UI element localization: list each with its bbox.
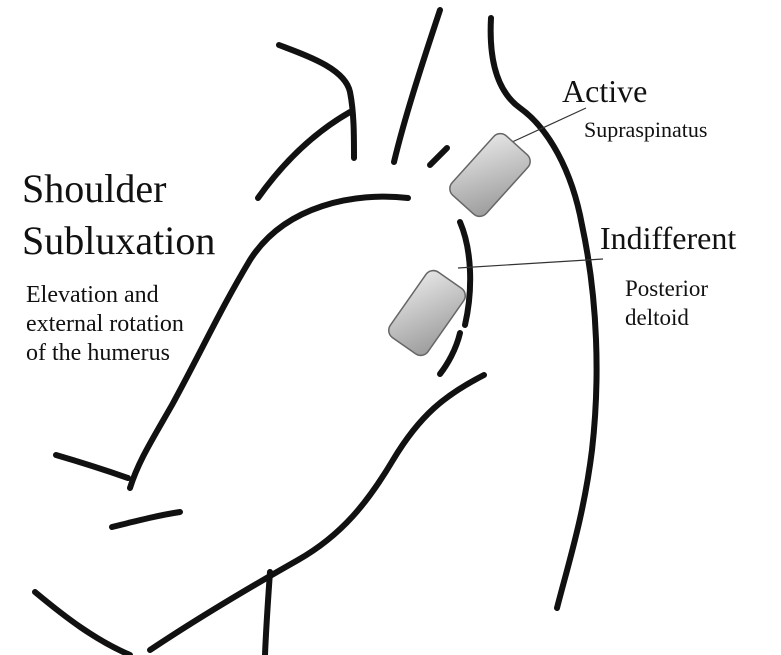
indifferent-site-line-2: deltoid [625, 305, 689, 330]
torso-line [265, 572, 270, 655]
title-line-1: Shoulder [22, 166, 166, 211]
indifferent-label: Indifferent [600, 220, 736, 256]
chest-line [258, 112, 350, 198]
description-line-1: Elevation and [26, 282, 159, 308]
indifferent-site-line-1: Posterior [625, 276, 708, 301]
posterior-shoulder-line-2 [440, 333, 460, 374]
forearm-line [112, 512, 180, 527]
collar-dash [430, 148, 447, 165]
lower-arm-line [35, 592, 130, 655]
indifferent-leader-line [458, 259, 603, 268]
description-line-3: of the humerus [26, 340, 170, 366]
active-label: Active [562, 73, 647, 109]
title-line-2: Subluxation [22, 218, 215, 263]
description-line-2: external rotation [26, 311, 184, 337]
elbow-line [56, 455, 128, 478]
active-electrode-pad [446, 130, 534, 220]
active-site-label: Supraspinatus [584, 117, 707, 142]
posterior-shoulder-line [460, 222, 470, 325]
neck-front-line [394, 10, 440, 162]
jaw-line [279, 45, 354, 158]
underarm-line [150, 375, 484, 650]
